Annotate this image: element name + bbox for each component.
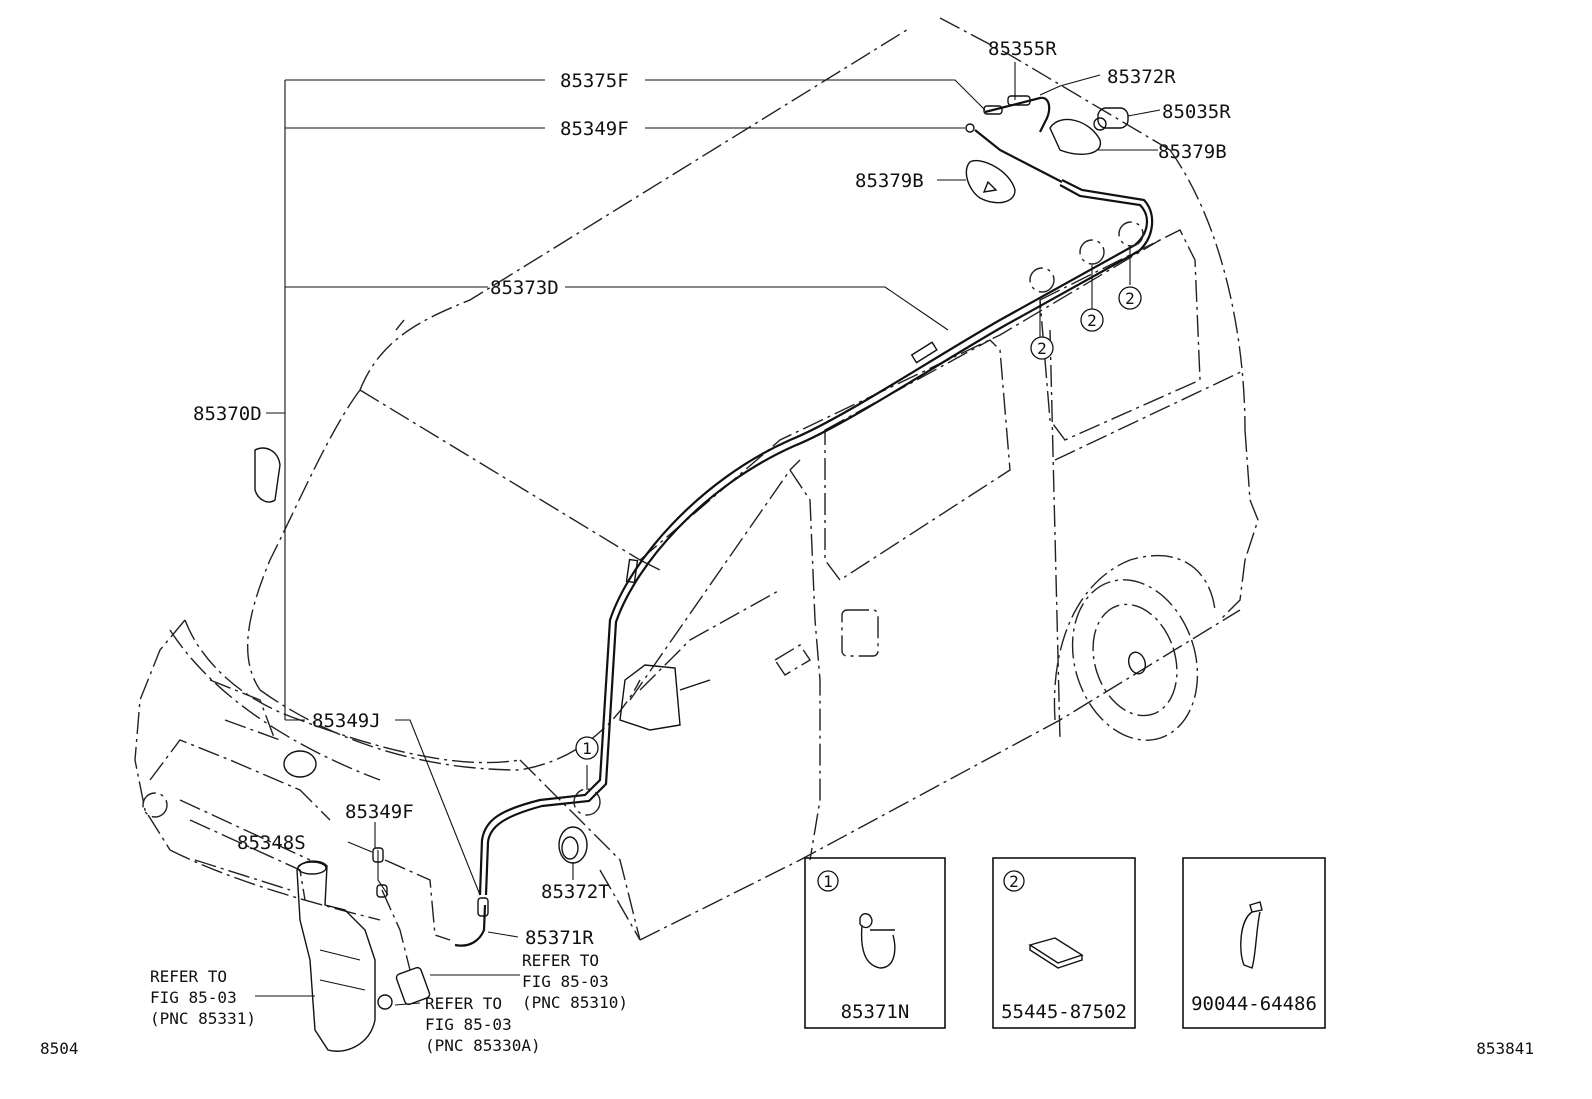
callout-85035R: 85035R [1162,101,1231,123]
leader-lines [255,62,1161,1006]
reference-notes: REFER TO FIG 85-03 (PNC 85331) REFER TO … [150,951,628,1055]
callout-85349F-low: 85349F [345,801,414,823]
hose-clamp-icon [859,913,896,969]
callout-85372R: 85372R [1107,66,1176,88]
tank-ref-line3: (PNC 85331) [150,1009,256,1028]
motor-ref-line3: (PNC 85310) [522,993,628,1012]
callout-85379B-left: 85379B [855,170,924,192]
callout-labels: 85355R 85375F 85372R 85035R 85349F 85379… [193,38,1231,949]
callout-85373D: 85373D [490,277,559,299]
marker-circle-2c [1118,286,1142,310]
callout-85370D: 85370D [193,403,262,425]
marker-circle-1 [575,736,599,760]
callout-85355R: 85355R [988,38,1057,60]
parts-graphics [296,95,1129,1052]
marker-circle-2a [1030,336,1054,360]
callout-85349F-top: 85349F [560,118,629,140]
detail-box-3: 90044-64486 [1182,857,1326,1029]
callout-85375F: 85375F [560,70,629,92]
motor-ref-line2: FIG 85-03 [522,972,609,991]
callout-85371R: 85371R [525,927,594,949]
grommet-ref-line3: (PNC 85330A) [425,1036,541,1055]
callout-85349J: 85349J [312,710,381,732]
detail-box-1: 1 85371N [804,857,946,1029]
detail-box-1-marker: 1 [823,872,833,891]
corner-code-right: 853841 [1476,1039,1534,1058]
marker-2c-label: 2 [1125,289,1135,308]
detail-box-3-part: 90044-64486 [1191,993,1317,1015]
detail-box-1-part: 85371N [841,1001,910,1023]
tank-ref-line2: FIG 85-03 [150,988,237,1007]
detail-box-2: 2 55445-87502 [992,857,1136,1029]
tank-ref-line1: REFER TO [150,967,227,986]
detail-box-2-marker: 2 [1009,872,1019,891]
callout-85379B-right: 85379B [1158,141,1227,163]
callout-85372T: 85372T [541,881,610,903]
grommet-ref-line2: FIG 85-03 [425,1015,512,1034]
wire-clip-icon [1240,901,1263,969]
washer-hose-routing [377,96,1154,947]
callout-85348S: 85348S [237,832,306,854]
motor-ref-line1: REFER TO [522,951,599,970]
corner-code-left: 8504 [40,1039,79,1058]
marker-2b-label: 2 [1087,311,1097,330]
van-body-outline [134,17,1259,941]
detail-box-2-part: 55445-87502 [1001,1001,1127,1023]
marker-2a-label: 2 [1037,339,1047,358]
marker-circle-2b [1080,308,1104,332]
tape-pad-icon [1028,937,1084,969]
marker-1-label: 1 [582,739,592,758]
grommet-ref-line1: REFER TO [425,994,502,1013]
clamp-markers: 1 2 2 2 [573,221,1144,816]
